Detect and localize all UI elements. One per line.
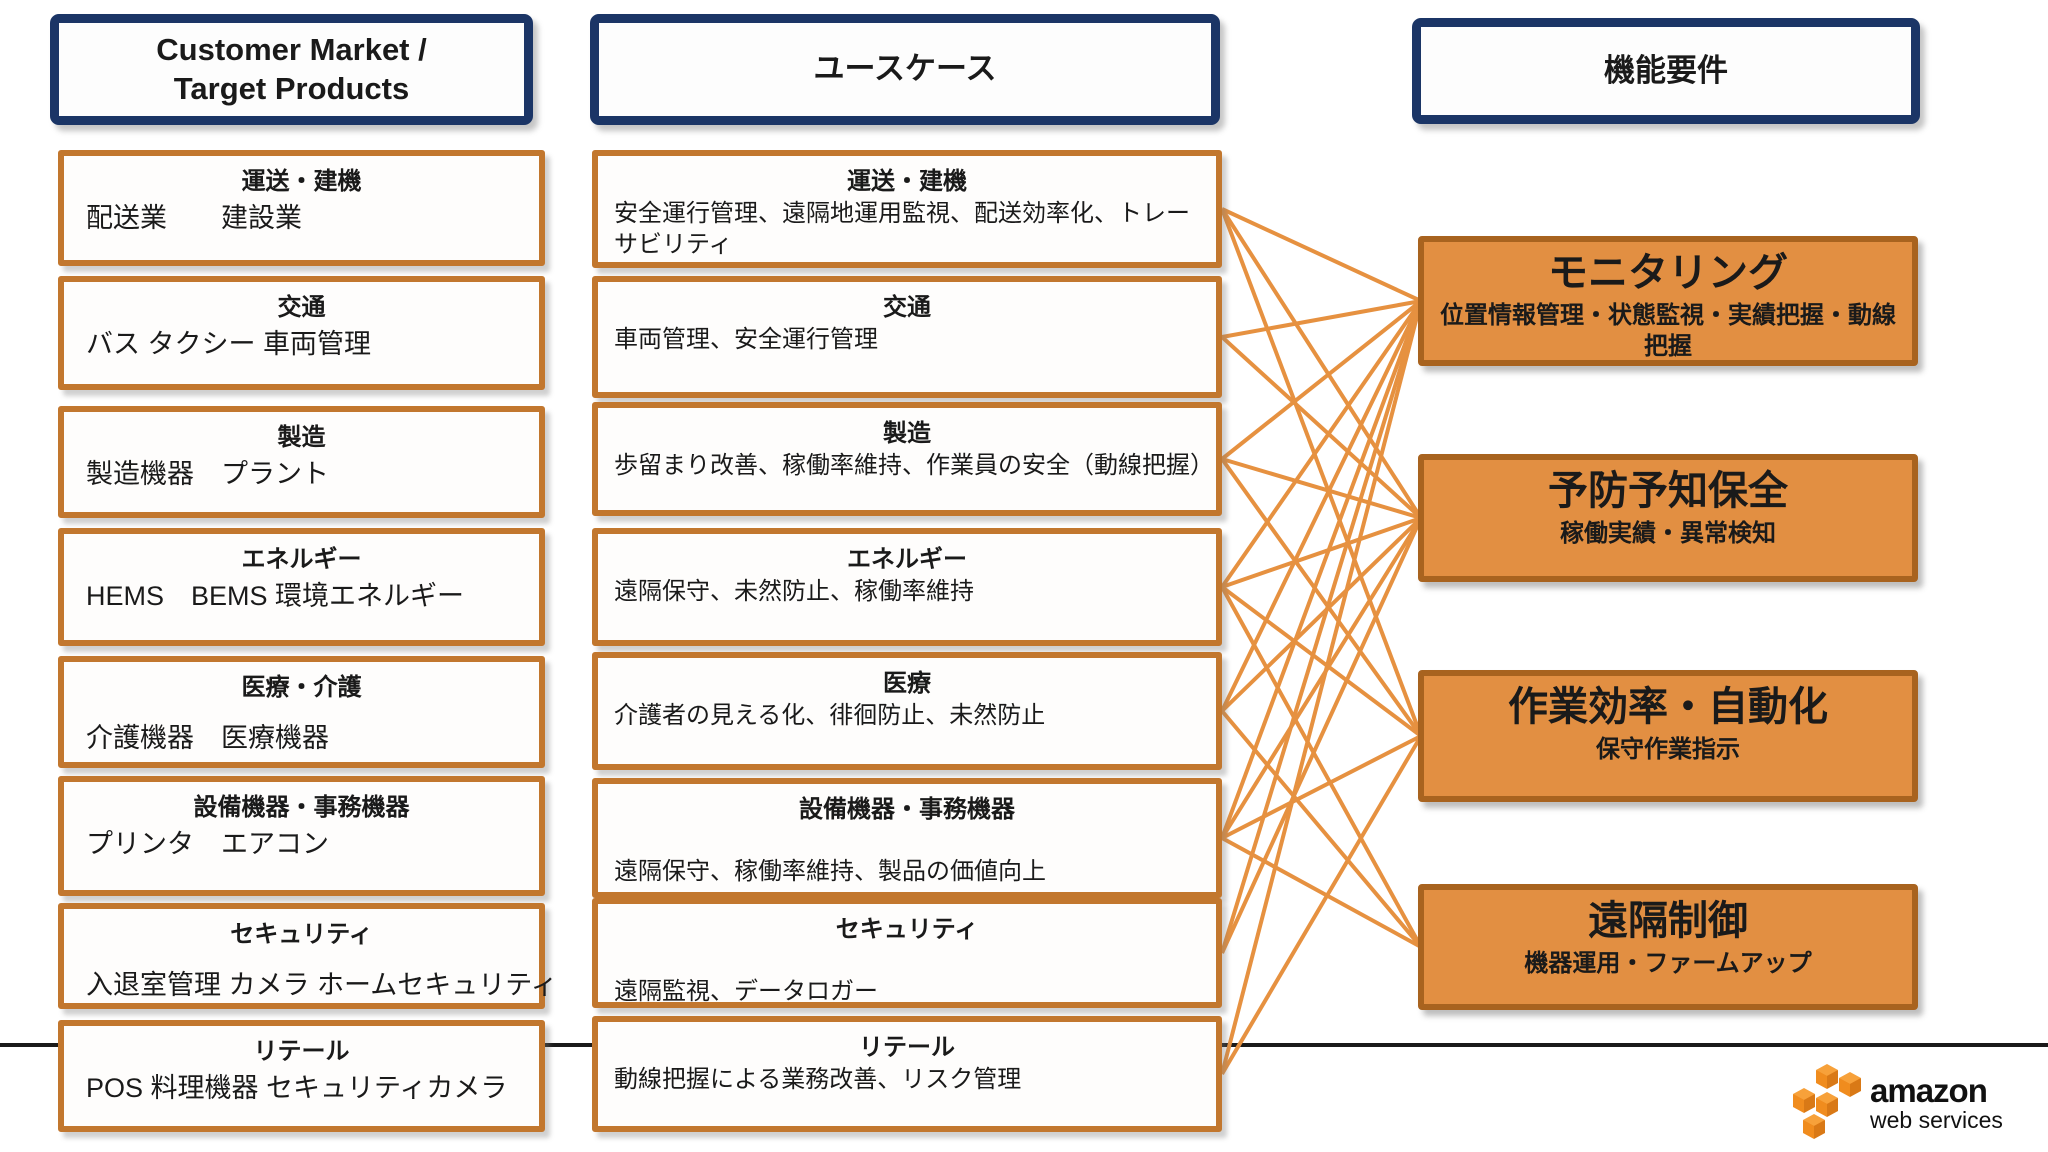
usecase-box-manufacturing: 製造 歩留まり改善、稼働率維持、作業員の安全（動線把握） — [592, 402, 1222, 516]
usecase-box-title: エネルギー — [847, 546, 967, 573]
market-box-body: HEMS BEMS 環境エネルギー — [86, 581, 465, 611]
market-box-title: 交通 — [277, 294, 326, 321]
requirement-box-predictive-maintenance: 予防予知保全 稼働実績・異常検知 — [1418, 454, 1918, 582]
market-box-title: 設備機器・事務機器 — [193, 794, 410, 821]
usecase-box-title: 設備機器・事務機器 — [799, 796, 1015, 823]
usecase-box-title: リテール — [859, 1034, 955, 1061]
usecase-box-body: 車両管理、安全運行管理 — [614, 326, 878, 353]
market-box-title: エネルギー — [241, 546, 362, 573]
market-box-body: POS 料理機器 セキュリティカメラ — [86, 1073, 508, 1103]
aws-logo-text: amazon web services — [1870, 1074, 2003, 1132]
aws-logo-amazon: amazon — [1870, 1072, 1988, 1109]
market-box-medical: 医療・介護 介護機器 医療機器 — [58, 656, 545, 768]
market-box-security: セキュリティ 入退室管理 カメラ ホームセキュリティ — [58, 903, 558, 1009]
market-box-body: 介護機器 医療機器 — [86, 723, 329, 753]
usecase-box-medical: 医療 介護者の見える化、徘徊防止、未然防止 — [592, 652, 1222, 770]
requirement-box-title: モニタリング — [1548, 251, 1788, 295]
requirement-box-title: 作業効率・自動化 — [1508, 685, 1828, 729]
requirement-box-title: 予防予知保全 — [1548, 469, 1788, 513]
usecase-box-security: セキュリティ 遠隔監視、データロガー — [592, 898, 1222, 1008]
requirement-box-work-efficiency: 作業効率・自動化 保守作業指示 — [1418, 670, 1918, 802]
requirement-box-subtitle: 位置情報管理・状態監視・実績把握・動線把握 — [1440, 302, 1896, 361]
market-box-body: 製造機器 プラント — [86, 459, 329, 489]
market-box-title: セキュリティ — [230, 921, 373, 948]
market-box-title: 製造 — [277, 424, 326, 451]
usecase-box-body: 遠隔監視、データロガー — [614, 978, 878, 1005]
header-functional-requirements: 機能要件 — [1412, 18, 1920, 124]
requirement-box-subtitle: 保守作業指示 — [1596, 736, 1740, 763]
requirement-box-monitoring: モニタリング 位置情報管理・状態監視・実績把握・動線把握 — [1418, 236, 1918, 366]
market-box-body: 配送業 建設業 — [86, 203, 302, 233]
usecase-box-title: 運送・建機 — [847, 168, 967, 195]
usecase-box-body: 遠隔保守、稼働率維持、製品の価値向上 — [614, 858, 1046, 885]
market-box-equipment: 設備機器・事務機器 プリンタ エアコン — [58, 776, 545, 896]
usecase-box-body: 動線把握による業務改善、リスク管理 — [614, 1066, 1022, 1093]
usecase-box-energy: エネルギー 遠隔保守、未然防止、稼働率維持 — [592, 528, 1222, 646]
market-box-body: バス タクシー 車両管理 — [86, 329, 372, 359]
requirement-box-subtitle: 機器運用・ファームアップ — [1524, 950, 1812, 977]
usecase-box-body: 遠隔保守、未然防止、稼働率維持 — [614, 578, 974, 605]
market-box-body: 入退室管理 カメラ ホームセキュリティ — [86, 970, 558, 1000]
market-box-body: プリンタ エアコン — [86, 829, 329, 859]
market-box-title: 医療・介護 — [241, 674, 362, 701]
usecase-box-traffic: 交通 車両管理、安全運行管理 — [592, 276, 1222, 398]
aws-logo: amazon web services — [1788, 1060, 2038, 1146]
market-box-retail: リテール POS 料理機器 セキュリティカメラ — [58, 1020, 545, 1132]
usecase-box-retail: リテール 動線把握による業務改善、リスク管理 — [592, 1016, 1222, 1132]
usecase-box-body: 歩留まり改善、稼働率維持、作業員の安全（動線把握） — [614, 452, 1214, 479]
requirement-box-remote-control: 遠隔制御 機器運用・ファームアップ — [1418, 884, 1918, 1010]
market-box-traffic: 交通 バス タクシー 車両管理 — [58, 276, 545, 390]
requirement-box-subtitle: 稼働実績・異常検知 — [1560, 520, 1776, 547]
aws-cubes-icon — [1792, 1063, 1862, 1140]
market-box-title: 運送・建機 — [241, 168, 362, 195]
market-box-energy: エネルギー HEMS BEMS 環境エネルギー — [58, 528, 545, 646]
market-box-manufacturing: 製造 製造機器 プラント — [58, 406, 545, 518]
usecase-box-title: 医療 — [883, 670, 931, 697]
usecase-box-title: 製造 — [883, 420, 931, 447]
usecase-box-body: 安全運行管理、遠隔地運用監視、配送効率化、トレーサビリティ — [614, 200, 1190, 259]
market-box-transport: 運送・建機 配送業 建設業 — [58, 150, 545, 266]
usecase-box-title: 交通 — [883, 294, 931, 321]
header-use-cases: ユースケース — [590, 14, 1220, 125]
header-customer-market: Customer Market / Target Products — [50, 14, 533, 125]
usecase-box-body: 介護者の見える化、徘徊防止、未然防止 — [614, 702, 1046, 729]
market-box-title: リテール — [253, 1038, 350, 1065]
usecase-box-title: セキュリティ — [835, 916, 979, 943]
aws-logo-web-services: web services — [1870, 1107, 2003, 1133]
usecase-box-transport: 運送・建機 安全運行管理、遠隔地運用監視、配送効率化、トレーサビリティ — [592, 150, 1222, 268]
usecase-box-equipment: 設備機器・事務機器 遠隔保守、稼働率維持、製品の価値向上 — [592, 778, 1222, 898]
requirement-box-title: 遠隔制御 — [1588, 899, 1748, 943]
